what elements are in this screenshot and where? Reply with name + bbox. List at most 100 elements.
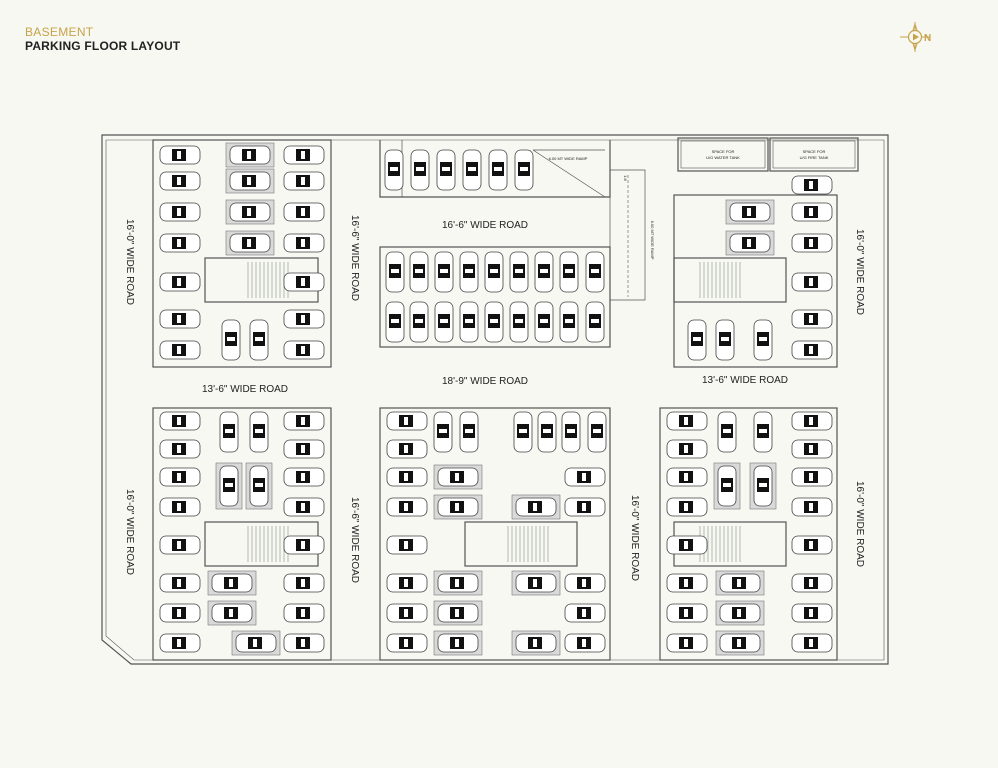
car-icon	[249, 411, 269, 453]
car-icon	[564, 603, 606, 623]
car-icon	[564, 573, 606, 593]
stair-core-top-right	[673, 257, 787, 303]
car-icon	[159, 145, 201, 165]
road-label-center-vertical-bottom: 16'-6" WIDE ROAD	[349, 497, 360, 583]
car-icon	[386, 411, 428, 431]
block-top-left	[152, 139, 332, 368]
car-icon	[283, 233, 325, 253]
car-icon	[459, 411, 479, 453]
car-icon	[215, 462, 243, 510]
car-icon	[564, 467, 606, 487]
car-icon	[753, 411, 773, 453]
car-icon	[561, 411, 581, 453]
car-icon	[791, 633, 833, 653]
car-icon	[159, 535, 201, 555]
block-bottom-center	[379, 407, 611, 661]
car-icon	[436, 149, 456, 191]
car-icon	[159, 497, 201, 517]
stair-core-bottom-center	[464, 521, 578, 567]
car-icon	[283, 340, 325, 360]
page-title: PARKING FLOOR LAYOUT	[25, 39, 181, 53]
car-icon	[564, 633, 606, 653]
car-icon	[159, 633, 201, 653]
car-icon	[559, 301, 579, 343]
car-icon	[409, 301, 429, 343]
car-icon	[511, 494, 561, 520]
car-icon	[385, 301, 405, 343]
car-icon	[386, 603, 428, 623]
car-icon	[433, 494, 483, 520]
car-icon	[666, 497, 708, 517]
car-icon	[791, 497, 833, 517]
parking-cars	[159, 142, 833, 656]
car-icon	[225, 230, 275, 256]
car-icon	[791, 175, 833, 195]
car-icon	[283, 145, 325, 165]
car-icon	[791, 603, 833, 623]
car-icon	[159, 233, 201, 253]
car-icon	[283, 467, 325, 487]
car-icon	[791, 439, 833, 459]
car-icon	[666, 573, 708, 593]
car-icon	[283, 633, 325, 653]
car-icon	[433, 411, 453, 453]
car-icon	[434, 251, 454, 293]
ramp-side-label: 6.00 MT WIDE RAMP	[650, 221, 655, 260]
car-icon	[433, 600, 483, 626]
car-icon	[434, 301, 454, 343]
car-icon	[219, 411, 239, 453]
car-icon	[159, 202, 201, 222]
car-icon	[386, 439, 428, 459]
car-icon	[666, 439, 708, 459]
car-icon	[513, 411, 533, 453]
car-icon	[749, 462, 777, 510]
car-icon	[225, 142, 275, 168]
car-icon	[514, 149, 534, 191]
water-tank-space	[677, 137, 769, 172]
road-label-middle-right: 13'-6" WIDE ROAD	[702, 375, 788, 386]
road-label-left-top: 16'-0" WIDE ROAD	[124, 219, 135, 305]
car-icon	[459, 301, 479, 343]
car-icon	[384, 149, 404, 191]
car-icon	[715, 600, 765, 626]
car-icon	[433, 464, 483, 490]
road-label-left-bottom: 16'-0" WIDE ROAD	[124, 489, 135, 575]
car-icon	[283, 439, 325, 459]
car-icon	[283, 272, 325, 292]
car-icon	[159, 439, 201, 459]
car-icon	[283, 603, 325, 623]
car-icon	[249, 319, 269, 361]
car-icon	[462, 149, 482, 191]
car-icon	[283, 171, 325, 191]
car-icon	[159, 603, 201, 623]
car-icon	[791, 340, 833, 360]
road-label-middle-left: 13'-6" WIDE ROAD	[202, 384, 288, 395]
car-icon	[159, 573, 201, 593]
floor-subtitle: BASEMENT	[25, 25, 94, 39]
car-icon	[791, 411, 833, 431]
car-icon	[433, 630, 483, 656]
block-bottom-right	[659, 407, 838, 661]
car-icon	[221, 319, 241, 361]
car-icon	[410, 149, 430, 191]
car-icon	[386, 633, 428, 653]
car-icon	[159, 467, 201, 487]
ramp-top-outline	[379, 140, 611, 198]
car-icon	[687, 319, 707, 361]
road-label-right-bottom: 16'-0" WIDE ROAD	[854, 481, 865, 567]
car-icon	[159, 309, 201, 329]
ramp-side-outline	[609, 169, 646, 301]
car-icon	[715, 570, 765, 596]
car-icon	[225, 199, 275, 225]
car-icon	[713, 462, 741, 510]
car-icon	[587, 411, 607, 453]
fire-tank-label-1: SPACE FOR	[803, 149, 826, 154]
car-icon	[488, 149, 508, 191]
car-icon	[207, 600, 257, 626]
car-icon	[791, 202, 833, 222]
car-icon	[159, 171, 201, 191]
car-icon	[511, 630, 561, 656]
car-icon	[585, 251, 605, 293]
car-icon	[159, 411, 201, 431]
